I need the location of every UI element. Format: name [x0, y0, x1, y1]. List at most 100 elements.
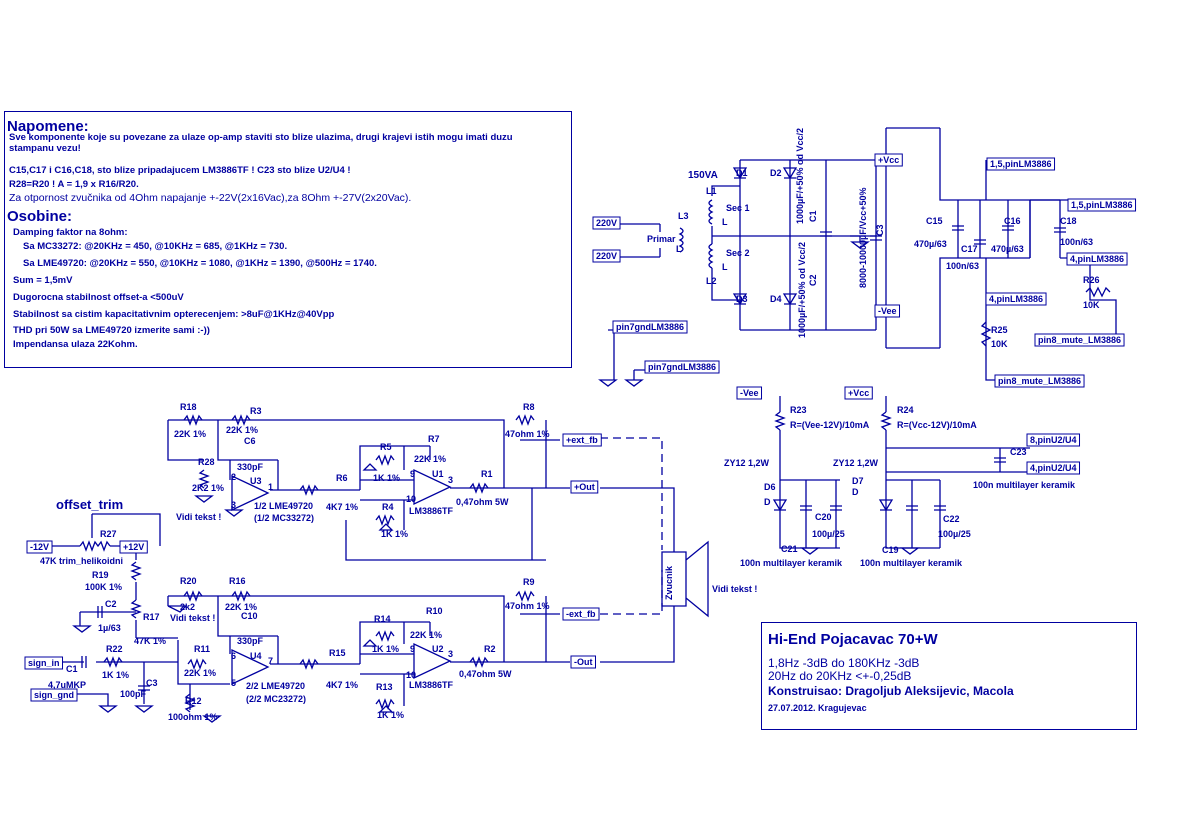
component-label: pin8_mute_LM3886 — [1038, 335, 1121, 345]
component-label: R16 — [229, 576, 246, 586]
component-label: pin8_mute_LM3886 — [998, 376, 1081, 386]
component-label: Sec 2 — [726, 248, 750, 258]
component-label: R22 — [106, 644, 123, 654]
component-label: 470µ/63 — [914, 239, 947, 249]
component-label: 2 — [231, 472, 236, 482]
component-label: D3 — [736, 294, 748, 304]
wire — [825, 159, 877, 331]
component-label: -Vee — [878, 306, 897, 316]
component-label: 10 — [406, 494, 416, 504]
component-label: C18 — [1060, 216, 1077, 226]
component-label: 9 — [410, 644, 415, 654]
component-label: Vidi tekst ! — [712, 584, 757, 594]
ground — [98, 705, 222, 723]
properties-heading: Osobine: — [7, 208, 73, 225]
component-label: +ext_fb — [566, 435, 598, 445]
net-flag-box — [570, 655, 596, 669]
component-label: L3 — [678, 211, 689, 221]
component-label: (2/2 MC23272) — [246, 694, 306, 704]
component-label: 0,47ohm 5W — [459, 669, 512, 679]
component-label: C1 — [66, 664, 78, 674]
component-label: 22K 1% — [225, 602, 257, 612]
component-label: 1K 1% — [377, 710, 404, 720]
component-label: 4,pinU2/U4 — [1030, 463, 1077, 473]
component-label: 1µ/63 — [98, 623, 121, 633]
component-label: C3 — [875, 224, 885, 236]
component-label: C15 — [926, 216, 943, 226]
component-label: 5 — [231, 678, 236, 688]
component-label: Zvucnik — [664, 565, 674, 600]
net-flag-box — [986, 157, 1056, 171]
component-label: R11 — [194, 644, 210, 654]
opamp-u2 — [413, 642, 452, 680]
component-label: R24 — [897, 405, 914, 415]
wire — [167, 419, 505, 491]
component-label: C10 — [241, 611, 258, 621]
net-flag-box — [1026, 433, 1081, 447]
wire — [739, 159, 826, 331]
component-label: 100K 1% — [85, 582, 122, 592]
component-label: R=(Vcc-12V)/10mA — [897, 420, 977, 430]
component-label: 10 — [406, 670, 416, 680]
secondary-coil — [708, 199, 714, 269]
component-label: sign_in — [28, 658, 60, 668]
component-label: -Out — [574, 657, 593, 667]
component-label: 330pF — [237, 462, 264, 472]
resistor — [183, 414, 319, 496]
component-label: 100ohm 1% — [168, 712, 218, 722]
component-label: 100pF — [120, 689, 147, 699]
component-label: 1K 1% — [381, 529, 408, 539]
net-flag-box — [644, 360, 720, 374]
component-label: U4 — [250, 651, 262, 661]
component-label: C19 — [882, 545, 899, 555]
resistor — [183, 590, 319, 670]
wire — [939, 128, 1060, 381]
component-label: 8000-10000µF/Vcc+50% — [858, 187, 868, 288]
net-flag-box — [570, 480, 599, 494]
component-label: 4,7uMKP — [48, 680, 86, 690]
component-label: 22K 1% — [184, 668, 216, 678]
component-label: +12V — [123, 542, 144, 552]
component-label: R15 — [329, 648, 346, 658]
component-label: 9 — [410, 469, 415, 479]
resistor — [79, 540, 111, 552]
properties-line: Dugorocna stabilnost offset-a <500uV — [13, 292, 184, 303]
component-label: 0,47ohm 5W — [456, 497, 509, 507]
component-label: 47K trim_helikoidni — [40, 556, 123, 566]
component-label: 1K 1% — [373, 473, 400, 483]
resistor — [103, 656, 207, 713]
net-flag-box — [30, 688, 78, 702]
wire — [52, 513, 161, 560]
wire — [779, 479, 941, 549]
wire — [167, 595, 505, 665]
component-label: 3 — [448, 649, 453, 659]
component-label: 1/2 LME49720 — [254, 501, 313, 511]
component-label: 2/2 LME49720 — [246, 681, 305, 691]
component-label: L1 — [706, 186, 717, 196]
component-label: L — [722, 217, 728, 227]
net-flag-box — [994, 374, 1085, 388]
resistor — [469, 414, 535, 494]
net-flag-box — [612, 320, 688, 334]
component-label: D6 — [764, 482, 776, 492]
component-label: LM3886TF — [409, 680, 454, 690]
component-label: R3 — [250, 406, 262, 416]
component-label: C6 — [244, 436, 256, 446]
component-label: Sec 1 — [726, 203, 750, 213]
wire — [231, 420, 560, 510]
cap — [820, 231, 882, 241]
component-label: 100n/63 — [1060, 237, 1093, 247]
component-label: L — [676, 244, 682, 254]
component-label: C23 — [1010, 447, 1027, 457]
component-label: 100µ/25 — [938, 529, 971, 539]
net-flag-box — [592, 216, 621, 230]
net-flag-box — [985, 292, 1047, 306]
component-label: 4,pinLM3886 — [1070, 254, 1124, 264]
component-label: 22K 1% — [174, 429, 206, 439]
component-label: 330pF — [237, 636, 264, 646]
net-flag-box — [1067, 198, 1137, 212]
component-label: pin7gndLM3886 — [648, 362, 716, 372]
component-label: R7 — [428, 434, 440, 444]
component-label: 100n multilayer keramik — [860, 558, 963, 568]
component-label: +Vcc — [848, 388, 869, 398]
